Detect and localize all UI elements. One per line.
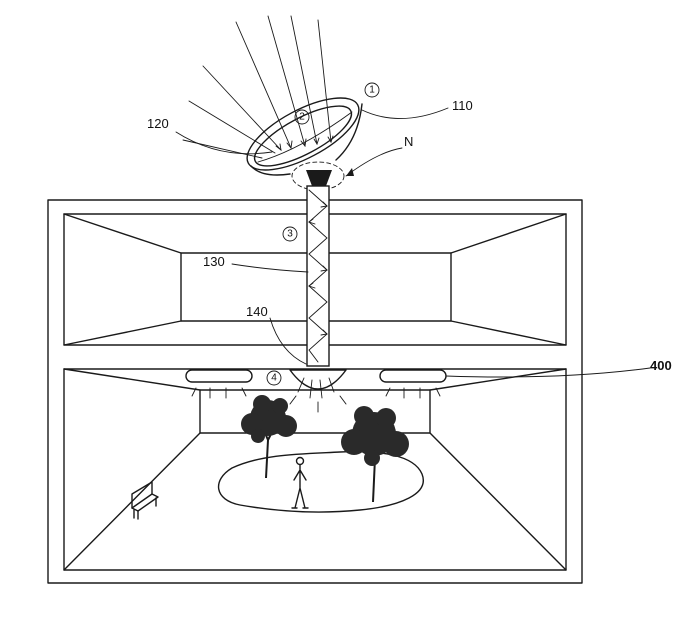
lens-surface	[257, 111, 353, 163]
collector-bowl-side	[335, 103, 363, 161]
bench-back	[131, 481, 153, 509]
lamp-ray	[241, 387, 247, 397]
leader-n	[345, 147, 403, 177]
tree-right	[341, 406, 409, 503]
ceiling-lamps	[185, 369, 447, 399]
stage-marker-2	[294, 109, 310, 125]
stage-markers: 1 2 3 4	[266, 82, 380, 386]
room-perspective-line	[429, 368, 567, 391]
bench-legs	[133, 497, 157, 520]
diffuser-dome	[289, 369, 347, 390]
label-collector: 110	[452, 98, 473, 113]
reference-labels: 110 120 N 130 140 400	[147, 98, 672, 373]
leader-n-arrow	[346, 168, 354, 176]
sun-ray	[317, 19, 332, 143]
ray-arrowhead	[286, 140, 293, 150]
tree-left	[241, 395, 297, 479]
person-head	[295, 456, 305, 466]
tube-body	[306, 185, 330, 367]
stage-number: 3	[287, 229, 293, 240]
tube-arrowhead	[320, 201, 328, 208]
tree-canopy	[364, 450, 380, 466]
room-perspective-line	[429, 432, 567, 571]
tube-arrowhead	[308, 282, 316, 289]
stage-marker-3	[282, 226, 298, 242]
lamp-ray	[435, 387, 441, 397]
label-diffuser: 140	[246, 304, 268, 319]
tree-canopy	[376, 408, 396, 428]
indoor-garden	[131, 395, 424, 520]
lamp-left	[185, 369, 253, 383]
label-tube: 130	[203, 254, 225, 269]
leader-lines	[175, 107, 651, 378]
label-lamp: 400	[650, 358, 672, 373]
solar-collector	[246, 97, 363, 176]
diffuser	[289, 369, 347, 413]
diffuser-ray	[319, 379, 323, 399]
person-figure	[291, 456, 309, 509]
sun-ray	[235, 21, 292, 149]
diffuser-ray	[309, 379, 313, 399]
stage-number: 4	[271, 373, 277, 384]
garden-island	[217, 450, 424, 513]
ray-arrowhead	[313, 137, 320, 146]
leader-120	[175, 131, 273, 155]
sun-ray	[290, 15, 318, 145]
light-tube	[306, 185, 330, 367]
lamp-ray	[385, 387, 391, 397]
cavity-perspective-line	[63, 320, 182, 346]
ray-arrowhead	[275, 143, 282, 152]
tree-canopy	[354, 406, 374, 426]
lamp-right	[379, 369, 447, 383]
tube-arrowhead	[320, 329, 328, 336]
label-detail: N	[404, 134, 413, 149]
leader-130	[231, 263, 309, 273]
diffuser-ray-out	[339, 395, 347, 405]
stage-number: 1	[369, 85, 375, 96]
diffuser-ray	[297, 377, 305, 393]
cavity-perspective-line	[63, 213, 182, 254]
label-lens: 120	[147, 116, 169, 131]
diffuser-ray-out	[289, 395, 297, 405]
lamp-ray	[191, 387, 197, 397]
person-body	[291, 464, 309, 509]
collector-bowl-bottom	[250, 165, 291, 176]
cavity-perspective-line	[450, 213, 567, 254]
collector-rim-outer	[246, 97, 360, 171]
bench	[131, 481, 159, 520]
tube-arrowhead	[308, 218, 316, 225]
tree-canopy	[251, 429, 265, 443]
tree-canopy	[383, 431, 409, 457]
tube-arrowhead	[320, 265, 328, 272]
room-frame	[63, 368, 567, 571]
tree-canopy	[341, 429, 367, 455]
tree-canopy	[253, 395, 271, 413]
sun-ray	[267, 15, 306, 147]
leader-400	[445, 367, 651, 378]
tree-canopy	[275, 415, 297, 437]
coupler-block	[306, 170, 332, 186]
stage-marker-4	[266, 370, 282, 386]
room-perspective-line	[63, 368, 201, 391]
sun-ray	[202, 65, 282, 151]
leader-110	[361, 107, 449, 119]
sun-ray	[188, 100, 276, 154]
cavity-perspective-line	[450, 320, 567, 346]
stage-marker-1	[364, 82, 380, 98]
leader-140	[269, 317, 307, 365]
stage-number: 2	[299, 112, 305, 123]
bench-seat	[131, 493, 159, 512]
diffuser-ray	[328, 377, 335, 393]
tree-canopy	[272, 398, 288, 414]
collector-rim-inner	[253, 105, 353, 167]
room-back-wall	[199, 389, 431, 434]
